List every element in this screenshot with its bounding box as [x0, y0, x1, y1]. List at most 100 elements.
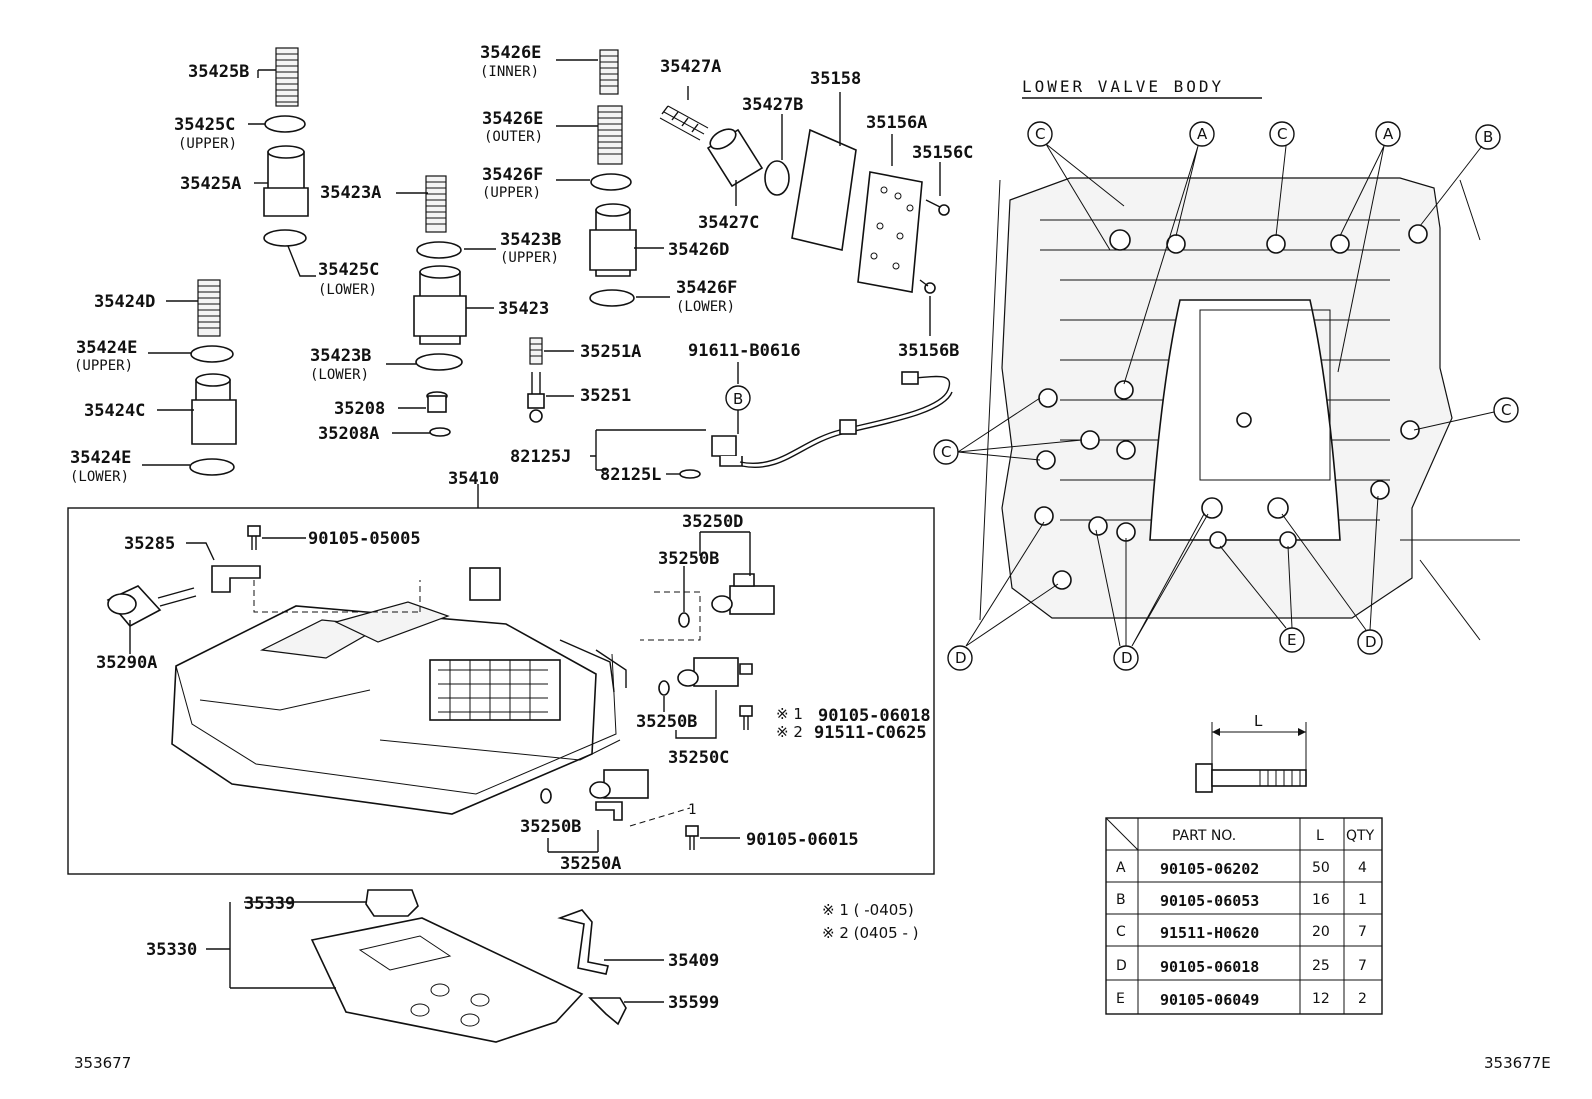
note-35425C-lower: (LOWER)	[318, 282, 377, 298]
label-91611-B0616: 91611-B0616	[688, 341, 801, 361]
bolt-dimension-figure	[1195, 722, 1307, 793]
spring-35426E-inner	[599, 49, 619, 95]
label-35599: 35599	[668, 993, 719, 1013]
oring-35250B-2	[658, 680, 670, 696]
sleeve-35425A	[263, 145, 309, 217]
label-35250B-1: 35250B	[658, 549, 719, 569]
sleeve-35423	[413, 265, 467, 345]
label-35251A: 35251A	[580, 342, 641, 362]
oring-35250B-1	[678, 612, 690, 628]
label-35425C-upper: 35425C	[174, 115, 235, 135]
table-row-b-part: 90105-06053	[1160, 892, 1259, 910]
label-35250B-2: 35250B	[636, 712, 697, 732]
table-row-a-key: A	[1116, 860, 1126, 876]
table-header-partno: PART NO.	[1172, 828, 1236, 844]
bolt-35156C	[925, 199, 950, 216]
gasket-35339	[365, 889, 419, 917]
table-row-e-part: 90105-06049	[1160, 991, 1259, 1009]
gasket-35156A	[857, 171, 923, 293]
table-row-b-key: B	[1116, 892, 1126, 908]
label-35426F-upper: 35426F	[482, 165, 543, 185]
table-row-c-l: 20	[1312, 924, 1330, 940]
note-35426F-lower: (LOWER)	[676, 299, 735, 315]
solenoid-35250C	[677, 657, 753, 687]
wire-harness	[739, 371, 953, 468]
callout-A-1: A	[1197, 125, 1208, 143]
bolt-dimension-label: L	[1254, 712, 1263, 730]
footer-left-id: 353677	[74, 1054, 131, 1072]
oring-35426F-lower	[589, 289, 635, 307]
label-90105-06015: 90105-06015	[746, 830, 859, 850]
label-91511-C0625: 91511-C0625	[814, 723, 927, 743]
label-35425A: 35425A	[180, 174, 241, 194]
oring-35423B-upper	[416, 241, 462, 259]
table-row-c-part: 91511-H0620	[1160, 924, 1259, 942]
table-row-a-part: 90105-06202	[1160, 860, 1259, 878]
table-row-c-qty: 7	[1358, 924, 1367, 940]
callout-C-3: C	[941, 443, 951, 461]
label-35158: 35158	[810, 69, 861, 89]
label-35426E-inner: 35426E	[480, 43, 541, 63]
oring-35425C-upper	[264, 115, 306, 133]
label-35409: 35409	[668, 951, 719, 971]
oring-35424E-upper	[190, 345, 234, 363]
note-35424E-upper: (UPPER)	[74, 358, 133, 374]
table-row-b-l: 16	[1312, 892, 1330, 908]
label-35427A: 35427A	[660, 57, 721, 77]
footer-right-id: 353677E	[1484, 1054, 1551, 1072]
label-35424E-lower: 35424E	[70, 448, 131, 468]
spring-35251A	[529, 337, 543, 365]
label-35410: 35410	[448, 469, 499, 489]
callout-B-letter: B	[733, 390, 743, 408]
spring-35599	[588, 997, 627, 1026]
oring-82125L	[679, 469, 701, 479]
label-82125L: 82125L	[600, 465, 661, 485]
sleeve-35424C	[191, 373, 237, 445]
bolt-90105-06015	[685, 825, 699, 850]
valve-body-box	[67, 507, 935, 875]
spring-35424D	[197, 279, 221, 337]
title-lower-valve-body: LOWER VALVE BODY	[1022, 77, 1224, 96]
label-35424C: 35424C	[84, 401, 145, 421]
callout-B-2: B	[1483, 128, 1493, 146]
valve-35251	[527, 372, 545, 423]
oring-35424E-lower	[189, 458, 235, 476]
label-35250B-3: 35250B	[520, 817, 581, 837]
table-row-a-qty: 4	[1358, 860, 1367, 876]
table-row-e-l: 12	[1312, 991, 1330, 1007]
label-35156C: 35156C	[912, 143, 973, 163]
bracket-35285	[211, 565, 261, 593]
table-row-d-l: 25	[1312, 958, 1330, 974]
mark-2: ※ 2	[776, 723, 803, 741]
callout-E-1: E	[1287, 631, 1296, 649]
table-row-e-qty: 2	[1358, 991, 1367, 1007]
table-row-c-key: C	[1116, 924, 1126, 940]
callout-C-4: C	[1501, 401, 1511, 419]
label-35285: 35285	[124, 534, 175, 554]
note-35425C-upper: (UPPER)	[178, 136, 237, 152]
note-35423B-upper: (UPPER)	[500, 250, 559, 266]
label-35423B-lower: 35423B	[310, 346, 371, 366]
note-35423B-lower: (LOWER)	[310, 367, 369, 383]
spring-35425B	[275, 47, 299, 107]
tick-1: 1	[688, 802, 696, 818]
callout-C-1: C	[1035, 125, 1045, 143]
label-35250A: 35250A	[560, 854, 621, 874]
label-35156A: 35156A	[866, 113, 927, 133]
label-35250C: 35250C	[668, 748, 729, 768]
plate-35158	[791, 128, 857, 251]
bolt-90105-06018	[739, 705, 753, 730]
solenoid-35250A	[589, 769, 649, 821]
callouts	[933, 121, 1519, 671]
note-2-range: ※ 2 (0405 - )	[822, 924, 918, 942]
oring-35250B-3	[540, 788, 552, 804]
table-row-e-key: E	[1116, 991, 1125, 1007]
plunger-35427C	[706, 128, 764, 188]
spring-35426E-outer	[597, 105, 623, 165]
bolt-90105-05005	[247, 525, 261, 550]
note-35424E-lower: (LOWER)	[70, 469, 129, 485]
label-35250D: 35250D	[682, 512, 743, 532]
oring-35425C-lower	[263, 229, 307, 247]
note-1-range: ※ 1 ( -0405)	[822, 901, 914, 919]
